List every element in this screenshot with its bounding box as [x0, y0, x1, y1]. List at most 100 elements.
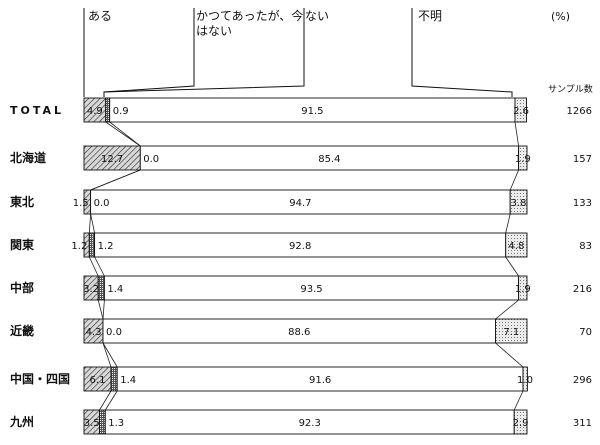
connector-line	[90, 169, 141, 191]
header-bracket-lines	[83, 8, 513, 97]
bar-segment	[97, 275, 105, 301]
bar-segment	[88, 232, 96, 258]
value-label: 0.0	[106, 327, 122, 338]
sample-size-label: 157	[573, 154, 592, 165]
sample-size-label: 1266	[567, 106, 592, 117]
sample-size-label: 216	[573, 284, 592, 295]
row-category-label: TOTAL	[10, 104, 64, 117]
bar-segment	[513, 409, 528, 435]
connector-line	[102, 342, 118, 368]
value-label: 3.5	[84, 418, 100, 429]
value-label: 85.4	[318, 154, 340, 165]
connector-line	[505, 213, 511, 234]
connector-line	[99, 390, 112, 411]
value-label: 92.3	[299, 418, 321, 429]
value-label: 1.3	[108, 418, 124, 429]
row-category-label: 中部	[10, 280, 34, 295]
value-label: 1.4	[120, 375, 136, 386]
value-label: 3.2	[83, 284, 99, 295]
bar-row: 近畿 4.3 0.0 88.6 7.1 70	[10, 318, 592, 344]
bar-segment	[505, 232, 528, 258]
bar-segment	[514, 97, 527, 123]
connector-line	[90, 213, 95, 234]
row-category-label: 近畿	[10, 323, 34, 338]
row-category-label: 九州	[9, 414, 34, 429]
value-label: 1.9	[515, 154, 531, 165]
connector-line	[94, 256, 105, 277]
value-label: 3.8	[511, 198, 527, 209]
bar-segment	[116, 366, 524, 392]
bar-segment	[94, 232, 507, 258]
value-label: 4.3	[86, 327, 102, 338]
connector-line	[505, 256, 519, 277]
connector-line	[514, 121, 519, 147]
value-label: 7.1	[503, 327, 519, 338]
header-katsute-label-line2: はない	[196, 24, 232, 38]
sample-size-label: 311	[573, 418, 592, 429]
sample-header: サンプル数	[548, 83, 593, 95]
bar-row: 北海道 12.7 0.0 85.4 1.9 157	[10, 145, 592, 171]
bar-segment	[83, 366, 112, 392]
row-category-label: 中国・四国	[10, 371, 70, 386]
header-aru-label: ある	[88, 9, 112, 23]
connector-line	[88, 213, 91, 234]
value-label: 94.7	[289, 198, 311, 209]
value-label: 1.5	[73, 198, 89, 209]
bar-row: TOTAL 4.9 0.9 91.5 2.6 1266	[10, 97, 592, 123]
bar-segment	[518, 145, 528, 171]
row-category-label: 関東	[10, 237, 34, 252]
rows-layer: TOTAL 4.9 0.9 91.5 2.6 1266 北海道 12.7 0.0 85.4 1.9 1…	[9, 97, 592, 435]
value-label: 88.6	[288, 327, 310, 338]
value-label: 4.9	[87, 106, 103, 117]
connector-line	[495, 299, 519, 320]
value-label: 1.2	[98, 241, 114, 252]
bar-segment	[495, 318, 528, 344]
connector-line	[102, 342, 112, 368]
connector-line	[88, 256, 99, 277]
bar-segment	[99, 409, 106, 435]
value-label: 12.7	[101, 154, 123, 165]
value-label: 1.2	[71, 241, 87, 252]
sample-size-label: 83	[579, 241, 592, 252]
connector-line	[109, 121, 141, 147]
bar-segment	[105, 97, 111, 123]
sample-size-label: 70	[579, 327, 592, 338]
sample-size-label: 296	[573, 375, 592, 386]
value-label: 91.6	[309, 375, 331, 386]
value-label: 91.5	[301, 106, 323, 117]
value-label: 4.8	[508, 241, 524, 252]
row-category-label: 東北	[10, 194, 34, 209]
bar-segment	[509, 189, 528, 215]
header-nai-label: ない	[305, 9, 329, 23]
value-label: 1.9	[515, 284, 531, 295]
sample-size-label: 133	[573, 198, 592, 209]
row-category-label: 北海道	[10, 150, 46, 165]
bar-segment	[83, 145, 141, 171]
connector-line	[495, 342, 524, 368]
header-fumei-label: 不明	[418, 9, 442, 23]
bar-row: 関東 1.2 1.2 92.8 4.8 83	[10, 232, 592, 258]
value-label: 0.0	[143, 154, 159, 165]
bar-segment	[522, 366, 528, 392]
bar-segment	[104, 409, 515, 435]
value-label: 92.8	[289, 241, 311, 252]
bar-segment	[518, 275, 528, 301]
connector-line	[105, 121, 141, 147]
unit-label: (%)	[551, 10, 570, 23]
connector-line	[97, 299, 104, 320]
bar-segment	[109, 97, 516, 123]
bar-segment	[103, 275, 520, 301]
connector-line	[513, 390, 524, 411]
value-label: 6.1	[90, 375, 106, 386]
bar-segment	[110, 366, 118, 392]
header-katsute-label-line1: かつてあったが、今	[196, 8, 303, 23]
bar-segment	[102, 318, 496, 344]
value-label: 0.9	[113, 106, 129, 117]
value-label: 93.5	[300, 284, 322, 295]
value-label: 2.6	[513, 106, 529, 117]
